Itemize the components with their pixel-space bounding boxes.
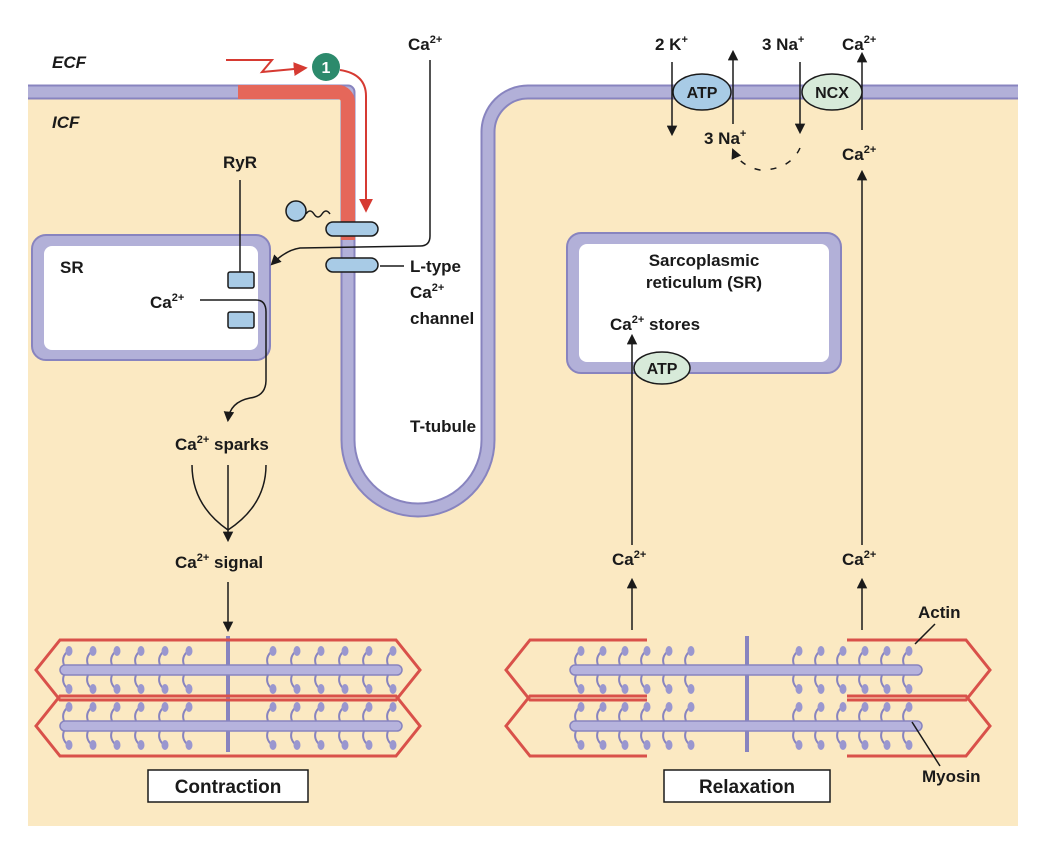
ncx-exchanger-icon xyxy=(801,73,863,111)
contraction-label: Contraction xyxy=(175,777,282,798)
ecf-label: ECF xyxy=(52,53,87,72)
ca-signal-label: Ca2+ signal xyxy=(175,552,263,572)
ncx-label: NCX xyxy=(815,85,849,102)
ryr-label: RyR xyxy=(223,153,257,172)
serca-pump-icon xyxy=(633,351,691,385)
three-na-in-label: 3 Na+ xyxy=(704,128,746,148)
depolarization-arrow xyxy=(339,69,373,213)
t-tubule-label: T-tubule xyxy=(410,417,476,436)
relaxation-label: Relaxation xyxy=(699,777,795,798)
ca-sparks-label: Ca2+ sparks xyxy=(175,434,269,454)
ca-relax-left-label: Ca2+ xyxy=(612,549,646,569)
atp-pump-label: ATP xyxy=(687,85,718,102)
ca-out-label: Ca2+ xyxy=(842,34,876,54)
ryr-receptor-lower-icon xyxy=(227,311,255,329)
t-tubule-lumen xyxy=(352,90,529,504)
sarcomere-relaxed xyxy=(504,636,992,758)
two-k-label: 2 K+ xyxy=(655,34,688,54)
ca-stores-label: Ca2+ stores xyxy=(610,314,700,334)
dhpr-channel-icon xyxy=(325,221,379,237)
contraction-box xyxy=(147,769,309,803)
three-na-out-label: 3 Na+ xyxy=(762,34,804,54)
sr-left-label: SR xyxy=(60,258,84,277)
sr-right-title: Sarcoplasmic xyxy=(649,251,760,270)
voltage-sensor-icon xyxy=(285,200,307,222)
sr-ca-label: Ca2+ xyxy=(150,292,184,312)
ltype-ca-label: Ca2+ xyxy=(410,282,444,302)
ltype-label: L-type xyxy=(410,257,461,276)
myosin-label: Myosin xyxy=(922,767,981,786)
step-number: 1 xyxy=(322,60,331,77)
icf-label: ICF xyxy=(52,113,80,132)
actin-label: Actin xyxy=(918,603,961,622)
l-type-channel-icon xyxy=(325,257,379,273)
relaxation-box xyxy=(663,769,831,803)
depolarized-membrane xyxy=(238,85,355,240)
atp-pump-icon xyxy=(672,73,732,111)
ca-entry-label: Ca2+ xyxy=(408,34,442,54)
ca-inner-label: Ca2+ xyxy=(842,144,876,164)
ca-relax-right-label: Ca2+ xyxy=(842,549,876,569)
ryr-receptor-icon xyxy=(227,271,255,289)
step-badge-icon xyxy=(312,53,340,81)
icf-cytoplasm xyxy=(28,91,1018,826)
sr-right-subtitle: reticulum (SR) xyxy=(646,273,762,292)
ltype-channel-label: channel xyxy=(410,309,474,328)
serca-atp-label: ATP xyxy=(647,361,678,378)
action-potential-arrow xyxy=(226,59,308,77)
sarcomere-contracted xyxy=(34,636,422,758)
